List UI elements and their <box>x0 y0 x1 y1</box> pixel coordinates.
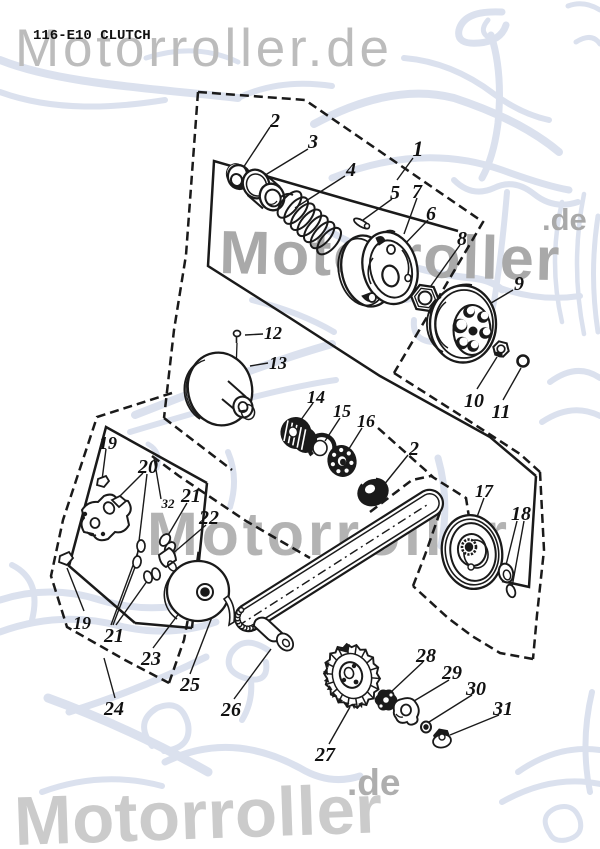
svg-text:12: 12 <box>264 323 282 343</box>
svg-text:32: 32 <box>161 496 176 511</box>
svg-text:.de: .de <box>542 202 587 237</box>
svg-text:116-E10 CLUTCH: 116-E10 CLUTCH <box>33 28 151 44</box>
svg-text:1: 1 <box>413 136 424 161</box>
svg-text:8: 8 <box>457 228 467 250</box>
svg-text:23: 23 <box>140 648 161 670</box>
svg-text:6: 6 <box>426 203 436 225</box>
svg-text:31: 31 <box>492 698 513 720</box>
svg-text:25: 25 <box>179 674 200 696</box>
svg-text:15: 15 <box>333 401 351 421</box>
svg-text:16: 16 <box>357 411 375 431</box>
svg-text:11: 11 <box>492 401 511 423</box>
svg-text:13: 13 <box>269 353 287 373</box>
svg-text:21: 21 <box>103 625 124 647</box>
svg-text:24: 24 <box>103 698 124 720</box>
svg-text:.de: .de <box>347 762 400 803</box>
svg-text:9: 9 <box>514 273 524 295</box>
svg-text:3: 3 <box>307 131 318 153</box>
svg-text:2: 2 <box>408 438 419 460</box>
svg-text:30: 30 <box>465 678 486 700</box>
svg-text:4: 4 <box>345 159 356 181</box>
svg-text:7: 7 <box>412 181 423 203</box>
svg-text:14: 14 <box>307 387 325 407</box>
svg-text:Motorroller: Motorroller <box>13 770 383 849</box>
svg-text:29: 29 <box>441 662 462 684</box>
svg-text:Motorroller.de: Motorroller.de <box>15 19 389 78</box>
svg-text:28: 28 <box>415 645 436 667</box>
svg-text:27: 27 <box>314 744 336 766</box>
svg-text:26: 26 <box>220 699 241 721</box>
svg-text:22: 22 <box>198 507 219 529</box>
svg-text:18: 18 <box>511 503 531 525</box>
svg-text:19: 19 <box>99 433 117 453</box>
svg-text:19: 19 <box>73 613 91 633</box>
svg-text:2: 2 <box>269 110 280 132</box>
svg-text:10: 10 <box>464 390 484 412</box>
svg-text:5: 5 <box>390 182 400 204</box>
svg-text:17: 17 <box>475 481 494 501</box>
svg-text:20: 20 <box>137 456 158 478</box>
svg-text:21: 21 <box>180 485 201 507</box>
